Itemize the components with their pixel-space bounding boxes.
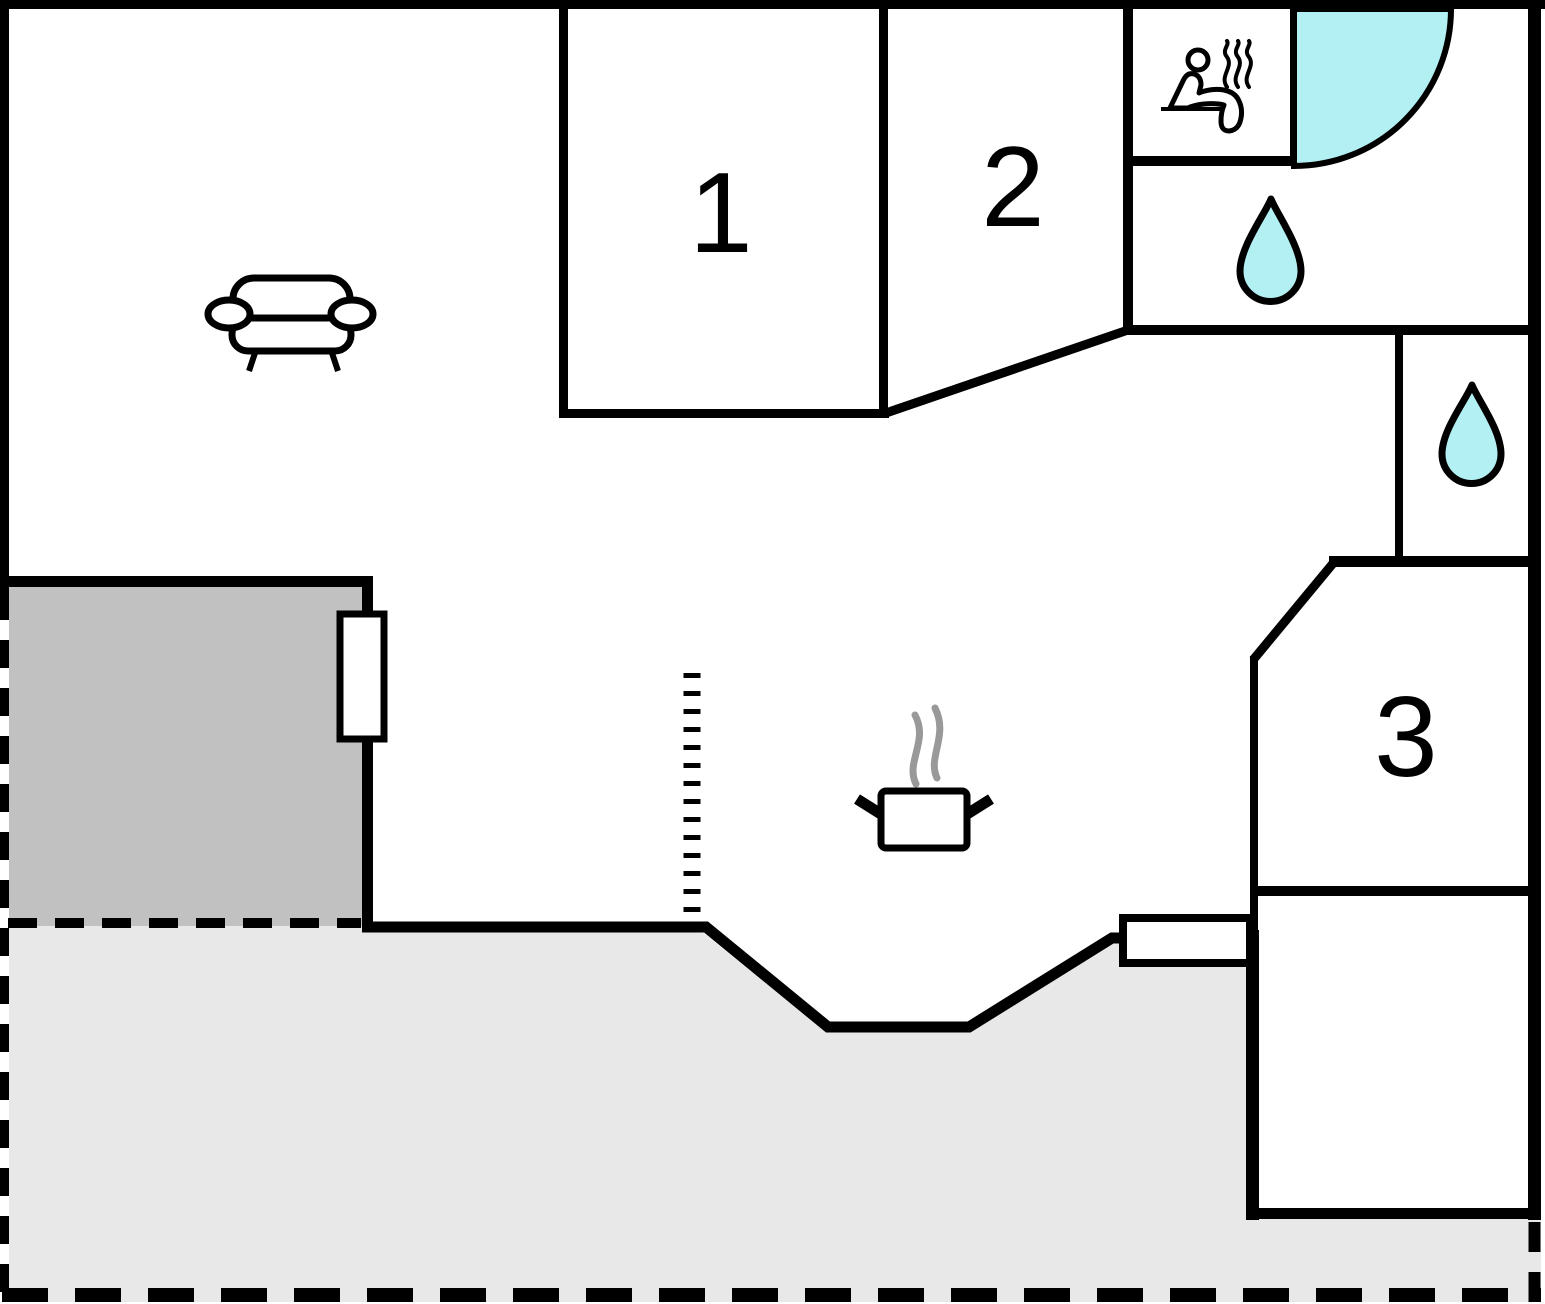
outer-wall-top	[0, 0, 1545, 9]
sofa-icon	[204, 274, 377, 372]
bathroom-bottom-wall	[1123, 325, 1541, 335]
sauna-bottom-wall	[1123, 156, 1300, 166]
dashed-boundaries	[0, 592, 1541, 1302]
wc-bottom-wall	[1329, 556, 1541, 567]
room3-chamfer-wall	[1249, 558, 1339, 663]
vestibule-bottom-wall	[1246, 1208, 1541, 1219]
patio-door-icon	[1119, 914, 1254, 967]
vestibule-left-wall	[1246, 930, 1259, 1220]
room-3-label: 3	[1374, 674, 1438, 801]
shower-corner-icon	[1291, 6, 1455, 170]
water-drop-icon-wc	[1438, 381, 1505, 487]
living-room-bay-wall	[362, 921, 1130, 1033]
sauna-icon	[1161, 39, 1253, 134]
cooking-pot-icon	[854, 704, 994, 852]
room-1-label: 1	[689, 150, 753, 277]
outer-wall-right	[1528, 0, 1541, 1220]
room-2-label: 2	[981, 124, 1045, 251]
room2-diagonal-wall	[881, 325, 1130, 419]
terrace-open-area	[9, 926, 1541, 1302]
terrace-covered-area	[9, 587, 362, 926]
window-icon	[336, 610, 388, 743]
sauna-left-wall	[1123, 9, 1133, 335]
outer-wall-left	[0, 0, 9, 592]
wc-left-wall	[1395, 335, 1403, 561]
room1-bottom-wall	[559, 409, 889, 418]
walls	[0, 0, 1545, 1220]
room1-room2-divider	[879, 9, 888, 414]
water-drop-icon-bathroom	[1236, 195, 1305, 305]
room3-left-wall	[1250, 656, 1258, 932]
room1-left-wall	[559, 9, 568, 417]
room3-bottom-wall	[1250, 886, 1541, 896]
